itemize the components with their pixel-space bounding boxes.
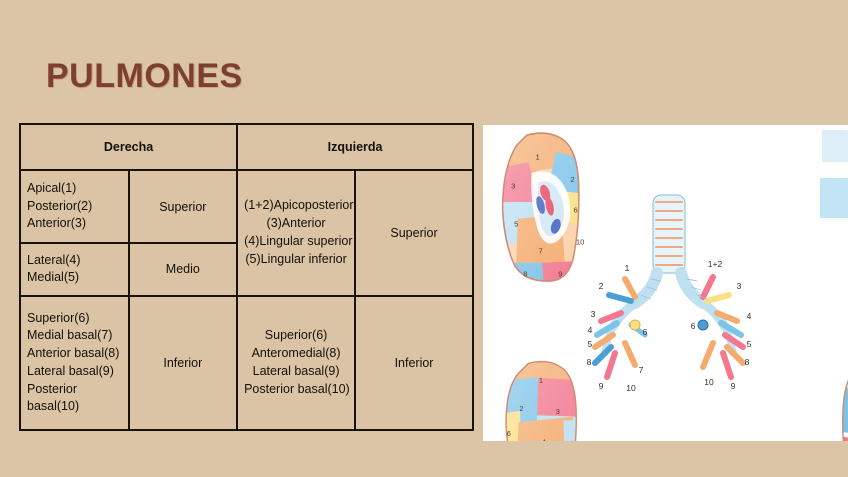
bronchus-label: 6 bbox=[643, 327, 648, 337]
segment-label: 9 bbox=[558, 269, 562, 278]
segment-item: (1+2)Apicoposterior bbox=[244, 198, 354, 213]
segment-item: Anterior basal(8) bbox=[27, 346, 120, 360]
bronchus-label: 3 bbox=[591, 309, 596, 319]
segment-item: (5)Lingular inferior bbox=[245, 251, 347, 266]
bronchus-label: 9 bbox=[599, 381, 604, 391]
bronchus-label: 3 bbox=[737, 281, 742, 291]
table-row: Apical(1) Posterior(2) Anterior(3) Super… bbox=[19, 169, 474, 297]
right-superior-lobe: Superior bbox=[127, 169, 239, 244]
bronchus-label: 8 bbox=[587, 357, 592, 367]
segment-label: 7 bbox=[538, 247, 542, 256]
bronchus-label: 10 bbox=[626, 383, 636, 393]
right-inferior-segments: Superior(6) Medial basal(7) Anterior bas… bbox=[19, 294, 130, 432]
segment-item: Medial basal(7) bbox=[27, 328, 113, 343]
right-superior-segments: Apical(1) Posterior(2) Anterior(3) bbox=[19, 169, 130, 244]
left-superior-lobe: Superior bbox=[354, 169, 474, 297]
segment-label: 3 bbox=[511, 181, 515, 190]
bronchus-label: 5 bbox=[588, 339, 593, 349]
segment-item: Apical(1) bbox=[27, 180, 77, 195]
bronchus-label: 4 bbox=[747, 311, 752, 321]
page-title: PULMONES bbox=[46, 57, 243, 95]
segment-item: Lateral basal(9) bbox=[27, 363, 114, 378]
right-medio-lobe: Medio bbox=[127, 242, 239, 297]
segment-label: 1 bbox=[535, 152, 539, 161]
segment-item: Lateral basal(9) bbox=[252, 363, 340, 378]
bronchial-tree-diagram: 1 2 3 4 5 6 7 8 9 10 1+2 3 4 5 6 8 9 bbox=[587, 194, 752, 393]
lung-segments-table: Derecha Izquierda Apical(1) Posterior(2)… bbox=[18, 123, 474, 432]
segment-label: 6 bbox=[573, 206, 577, 215]
left-inferior-segments: Superior(6) Anteromedial(8) Lateral basa… bbox=[236, 294, 357, 432]
lung-view-left-medial: 1+2 3 6 4 5 8 9 10 bbox=[842, 361, 848, 441]
segment-item: (4)Lingular superior bbox=[244, 233, 353, 248]
edge-artifact-top bbox=[822, 130, 848, 162]
left-superior-segments: (1+2)Apicoposterior (3)Anterior (4)Lingu… bbox=[236, 169, 357, 297]
header-derecha: Derecha bbox=[18, 123, 239, 171]
lung-view-right-medial: 1 2 3 6 4 5 9 8 10 bbox=[505, 360, 577, 441]
bronchus-label: 5 bbox=[747, 339, 752, 349]
segment-label: 8 bbox=[523, 269, 527, 278]
segment-item: Anterior(3) bbox=[27, 216, 87, 231]
bronchus-label: 10 bbox=[704, 377, 714, 387]
segment-item: Posterior basal(10) bbox=[244, 381, 350, 396]
bronchus-label: 4 bbox=[588, 325, 593, 335]
segment-label: 6 bbox=[507, 431, 511, 438]
segment-label: 2 bbox=[519, 406, 523, 413]
segment-item: Superior(6) bbox=[264, 328, 328, 343]
segment-item: Posterior(2) bbox=[27, 198, 93, 213]
table-header-row: Derecha Izquierda bbox=[18, 123, 474, 171]
segment-label: 3 bbox=[556, 409, 560, 416]
left-inferior-lobe: Inferior bbox=[354, 294, 474, 432]
segment-item: Medial(5) bbox=[27, 270, 80, 285]
bronchus-label: 9 bbox=[731, 381, 736, 391]
segment-label: 10 bbox=[576, 238, 584, 247]
right-medio-segments: Lateral(4) Medial(5) bbox=[19, 242, 130, 297]
bronchus-label: 1+2 bbox=[708, 259, 723, 269]
bronchus-label: 6 bbox=[691, 321, 696, 331]
segment-label: 5 bbox=[514, 219, 518, 228]
lung-anatomy-figure: 1 2 3 5 6 7 8 9 10 bbox=[483, 125, 848, 441]
segment-item: basal(10) bbox=[27, 399, 80, 414]
right-inferior-lobe: Inferior bbox=[127, 294, 239, 432]
table-row: Superior(6) Medial basal(7) Anterior bas… bbox=[19, 294, 474, 432]
segment-label: 4 bbox=[542, 440, 546, 441]
segment-item: (3)Anterior bbox=[266, 216, 326, 230]
bronchus-label: 8 bbox=[745, 357, 750, 367]
header-izquierda: Izquierda bbox=[236, 123, 474, 171]
segment-item: Superior(6) bbox=[27, 310, 90, 325]
segment-item: Posterior bbox=[27, 381, 78, 396]
segment-item: Anteromedial(8) bbox=[251, 346, 341, 360]
edge-artifact bbox=[820, 178, 848, 218]
segment-label: 1 bbox=[539, 378, 543, 385]
bronchus-label: 7 bbox=[639, 365, 644, 375]
segment-item: Lateral(4) bbox=[27, 252, 81, 267]
bronchus-label: 2 bbox=[599, 281, 604, 291]
bronchus-label: 1 bbox=[625, 263, 630, 273]
segment-label: 2 bbox=[570, 175, 574, 184]
table-row: Lateral(4) Medial(5) Medio bbox=[19, 242, 473, 297]
